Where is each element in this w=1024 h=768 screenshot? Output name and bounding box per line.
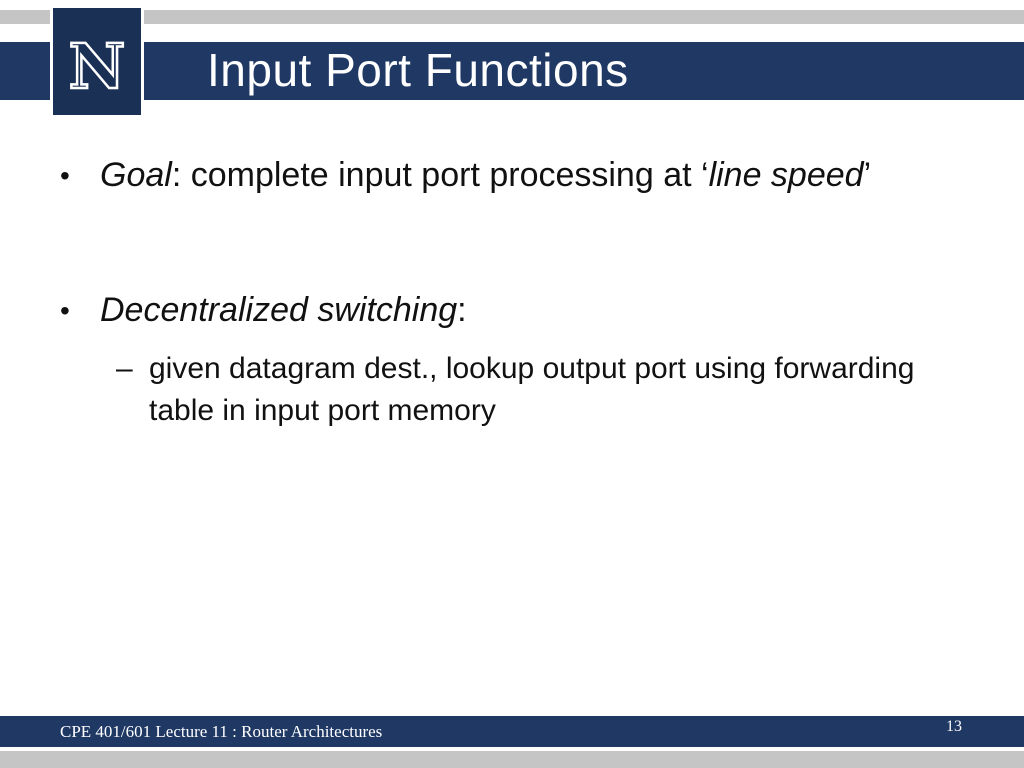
bullet-marker: • — [60, 295, 70, 326]
bullet-marker: • — [60, 160, 70, 191]
bullet-text: Goal: complete input port processing at … — [100, 150, 964, 201]
footer-course-label: CPE 401/601 Lecture 11 : Router Architec… — [60, 722, 383, 741]
bullet-marker: – — [116, 352, 133, 385]
page-number: 13 — [946, 718, 962, 735]
top-accent-strip — [0, 10, 1024, 24]
logo-letter: N — [69, 30, 126, 103]
text-segment: Goal — [100, 156, 172, 194]
text-segment: given datagram dest., lookup output port… — [149, 352, 915, 427]
text-segment: : complete input port processing at ‘ — [171, 156, 709, 194]
bullet-text: given datagram dest., lookup output port… — [149, 348, 964, 432]
logo-n-icon: N — [67, 28, 126, 104]
bullet-item: • Goal: complete input port processing a… — [60, 150, 964, 201]
title-bar: Input Port Functions — [0, 42, 1024, 100]
page-title: Input Port Functions — [207, 44, 629, 96]
bottom-accent-strip — [0, 751, 1024, 768]
text-segment: : — [457, 291, 467, 329]
sub-bullet-item: – given datagram dest., lookup output po… — [116, 348, 964, 432]
bullet-text: Decentralized switching: — [100, 285, 964, 336]
slide-body: • Goal: complete input port processing a… — [60, 150, 964, 432]
text-segment: line speed — [708, 156, 864, 194]
university-logo: N — [50, 8, 144, 115]
footer-bar: CPE 401/601 Lecture 11 : Router Architec… — [0, 716, 1024, 747]
bullet-item: • Decentralized switching: — [60, 285, 964, 336]
text-segment: ’ — [863, 156, 872, 194]
text-segment: Decentralized switching — [100, 291, 458, 329]
